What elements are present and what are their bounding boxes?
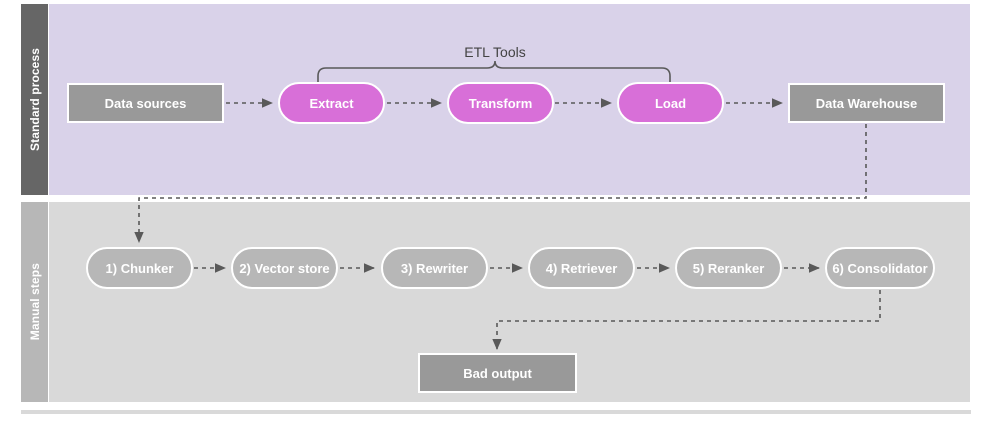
node-consolidator[interactable]: 6) Consolidator [825,247,935,289]
node-vector-store-label: 2) Vector store [239,260,330,276]
node-data-sources[interactable]: Data sources [67,83,224,123]
lane-header-manual-steps-label: Manual steps [27,263,42,341]
node-vector-store[interactable]: 2) Vector store [231,247,338,289]
node-bad-output-label: Bad output [463,365,532,381]
etl-tools-label: ETL Tools [464,44,526,60]
node-load[interactable]: Load [617,82,724,124]
node-data-warehouse-label: Data Warehouse [815,95,918,111]
node-rewriter[interactable]: 3) Rewriter [381,247,488,289]
lane-header-standard-process: Standard process [21,4,48,195]
node-rewriter-label: 3) Rewriter [400,260,469,276]
bottom-divider [21,410,971,414]
node-bad-output[interactable]: Bad output [418,353,577,393]
node-retriever-label: 4) Retriever [545,260,618,276]
node-load-label: Load [654,95,687,111]
node-retriever[interactable]: 4) Retriever [528,247,635,289]
node-chunker-label: 1) Chunker [105,260,174,276]
node-extract[interactable]: Extract [278,82,385,124]
lane-header-manual-steps: Manual steps [21,202,48,402]
node-data-sources-label: Data sources [104,95,187,111]
node-data-warehouse[interactable]: Data Warehouse [788,83,945,123]
lane-header-standard-process-label: Standard process [27,48,42,151]
node-extract-label: Extract [309,95,354,111]
node-reranker-label: 5) Reranker [692,260,765,276]
node-transform-label: Transform [468,95,533,111]
node-chunker[interactable]: 1) Chunker [86,247,193,289]
node-transform[interactable]: Transform [447,82,554,124]
node-reranker[interactable]: 5) Reranker [675,247,782,289]
node-consolidator-label: 6) Consolidator [832,260,928,276]
